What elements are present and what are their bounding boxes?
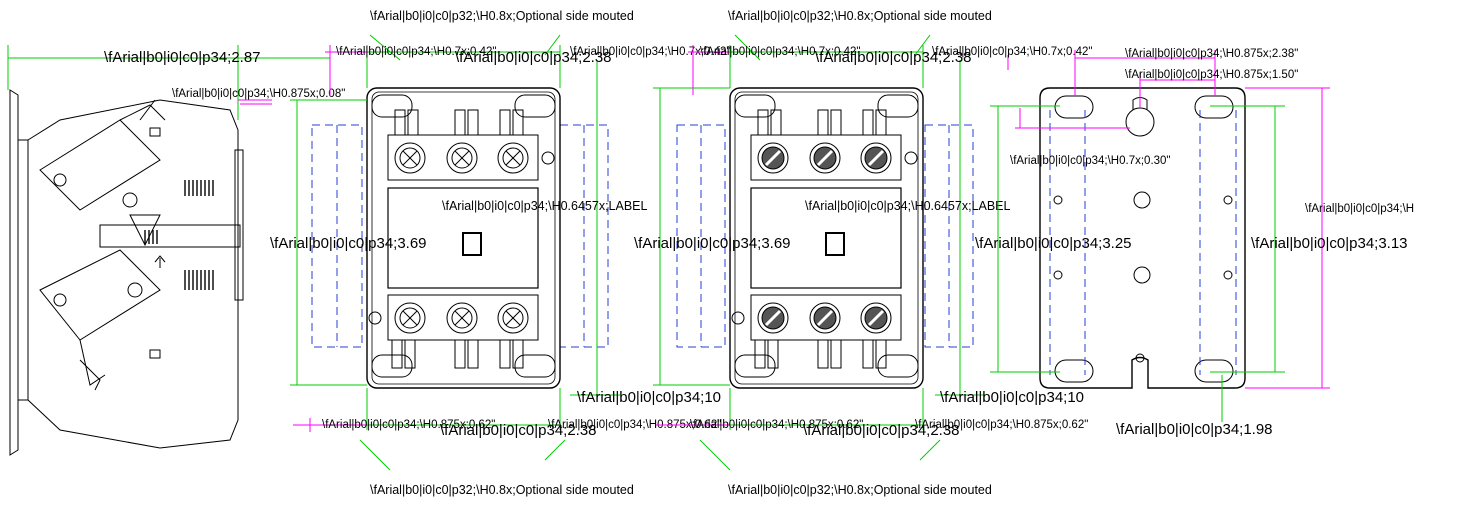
contactor-b-top-dim-2: \fArial|b0|i0|c0|p34;\H0.7x;0.42" — [932, 46, 1093, 58]
contactor-b-width-dim: \fArial|b0|i0|c0|p34;2.38 — [815, 49, 972, 66]
contactor-b-bottom-small-dim-1: \fArial|b0|i0|c0|p34;\H0.875x;0.62" — [690, 419, 863, 431]
contactor-b-bottom-dim: \fArial|b0|i0|c0|p34;10 — [940, 389, 1084, 406]
contactor-b — [676, 87, 974, 389]
bottom-note-1: \fArial|b0|i0|c0|p32;\H0.8x;Optional sid… — [370, 483, 634, 497]
side-view — [9, 89, 244, 456]
side-offset-dim: \fArial|b0|i0|c0|p34;\H0.875x;0.08" — [172, 88, 345, 100]
contactor-a-bottom-dim: \fArial|b0|i0|c0|p34;10 — [577, 389, 721, 406]
plate-bottom-dim: \fArial|b0|i0|c0|p34;1.98 — [1116, 421, 1273, 438]
contactor-a-top-dim-2: \fArial|b0|i0|c0|p34;\H0.7x;0.42" — [570, 46, 731, 58]
contactor-b-bottom-small-dim-2: \fArial|b0|i0|c0|p34;\H0.875x;0.62" — [915, 419, 1088, 431]
contactor-a-dimensions: \fArial|b0|i0|c0|p34;\H0.7x;0.42" \fAria… — [270, 34, 731, 471]
contactor-a — [311, 87, 609, 389]
mounting-plate-dimensions: \fArial|b0|i0|c0|p34;\H0.875x;2.38" \fAr… — [975, 48, 1414, 438]
side-view-dimensions: \fArial|b0|i0|c0|p34;2.87 \fArial|b0|i0|… — [7, 45, 345, 120]
contactor-a-top-dim-1: \fArial|b0|i0|c0|p34;\H0.7x;0.42" — [336, 46, 497, 58]
contactor-b-dimensions: \fArial|b0|i0|c0|p34;\H0.7x;0.42" \fAria… — [634, 34, 1093, 471]
plate-height-dim-right: \fArial|b0|i0|c0|p34;3.13 — [1251, 235, 1408, 252]
contactor-a-bottom-width-dim: \fArial|b0|i0|c0|p34;2.38 — [440, 422, 597, 439]
contactor-a-width-dim: \fArial|b0|i0|c0|p34;2.38 — [455, 49, 612, 66]
plate-height-dim-left: \fArial|b0|i0|c0|p34;3.25 — [975, 235, 1132, 252]
contactor-b-height-dim: \fArial|b0|i0|c0|p34;3.69 — [634, 235, 791, 252]
side-width-dim: \fArial|b0|i0|c0|p34;2.87 — [104, 49, 261, 66]
plate-keyhole-dim: \fArial|b0|i0|c0|p34;\H0.7x;0.30" — [1010, 155, 1171, 167]
plate-top-dim-inner: \fArial|b0|i0|c0|p34;\H0.875x;1.50" — [1125, 69, 1298, 81]
plate-top-dim-outer: \fArial|b0|i0|c0|p34;\H0.875x;2.38" — [1125, 48, 1298, 60]
top-note-2: \fArial|b0|i0|c0|p32;\H0.8x;Optional sid… — [728, 9, 992, 23]
contactor-b-label-text: \fArial|b0|i0|c0|p34;\H0.6457x;LABEL — [805, 199, 1011, 213]
bottom-note-2: \fArial|b0|i0|c0|p32;\H0.8x;Optional sid… — [728, 483, 992, 497]
notes: \fArial|b0|i0|c0|p32;\H0.8x;Optional sid… — [370, 9, 992, 497]
contactor-b-bottom-width-dim: \fArial|b0|i0|c0|p34;2.38 — [803, 422, 960, 439]
contactor-a-label-text: \fArial|b0|i0|c0|p34;\H0.6457x;LABEL — [442, 199, 648, 213]
contactor-a-height-dim: \fArial|b0|i0|c0|p34;3.69 — [270, 235, 427, 252]
mounting-plate — [1039, 87, 1246, 389]
contactor-b-top-dim-1: \fArial|b0|i0|c0|p34;\H0.7x;0.42" — [700, 46, 861, 58]
contactor-a-bottom-small-dim-1: \fArial|b0|i0|c0|p34;\H0.875x;0.62" — [322, 419, 495, 431]
top-note-1: \fArial|b0|i0|c0|p32;\H0.8x;Optional sid… — [370, 9, 634, 23]
contactor-a-bottom-small-dim-2: \fArial|b0|i0|c0|p34;\H0.875x;0.62" — [548, 419, 721, 431]
plate-height-dim-far: \fArial|b0|i0|c0|p34;\H — [1305, 203, 1414, 215]
